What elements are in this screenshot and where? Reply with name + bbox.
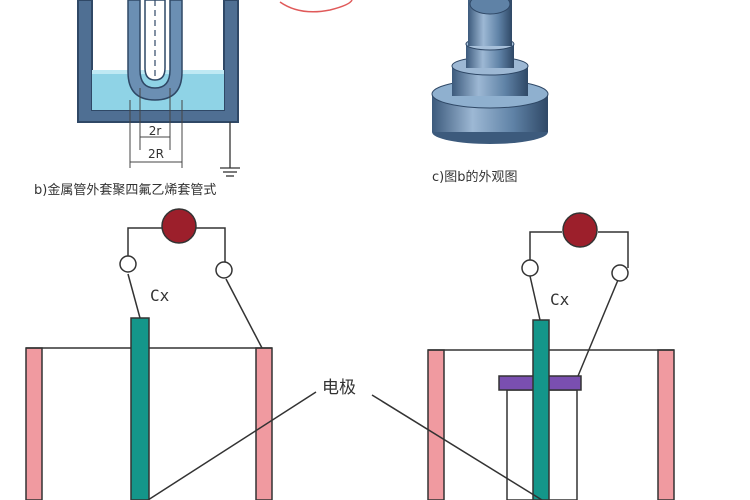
terminal — [521, 259, 539, 277]
electrode-label: 电极 — [322, 378, 356, 398]
center-electrode — [130, 317, 150, 500]
center-electrode — [532, 319, 550, 500]
leader-line — [371, 394, 543, 500]
shaft-top — [469, 0, 511, 15]
wire — [196, 227, 226, 266]
ground-icon — [220, 122, 240, 177]
electrode-callout: 电极 — [147, 378, 543, 500]
annotation-circle — [279, 0, 353, 13]
capacitance-label-left: Cx — [150, 286, 170, 305]
ptfe-sleeve — [127, 0, 183, 101]
wire — [529, 275, 541, 321]
wire — [225, 278, 263, 349]
tank-wall-left — [25, 347, 43, 500]
wire — [577, 279, 619, 377]
figure-c-external-view: c)图b的外观图 — [431, 0, 549, 185]
wire — [598, 231, 629, 268]
terminal — [611, 264, 629, 282]
sensor-left: Cx — [25, 208, 273, 500]
tank-wall-right — [657, 349, 675, 500]
wire — [127, 227, 162, 265]
leader-line — [147, 391, 317, 500]
tank-wall-right — [255, 347, 273, 500]
tank-wall-left — [427, 349, 445, 500]
vessel-wall — [77, 0, 239, 123]
dim-label-2r: 2r — [149, 124, 162, 138]
figure-b-cross-section: 2r 2R b)金属管外套聚四氟乙烯套管式 — [34, 0, 240, 198]
capacitance-label-right: Cx — [550, 290, 570, 309]
wire — [127, 273, 141, 319]
dim-label-2R: 2R — [148, 147, 164, 161]
meter-icon — [161, 208, 197, 244]
caption-fig-b: b)金属管外套聚四氟乙烯套管式 — [34, 182, 216, 198]
terminal — [215, 261, 233, 279]
meter-icon — [562, 212, 598, 248]
caption-fig-c: c)图b的外观图 — [432, 169, 517, 185]
sensor-right: Cx — [427, 212, 675, 500]
wire — [529, 231, 562, 265]
terminal — [119, 255, 137, 273]
